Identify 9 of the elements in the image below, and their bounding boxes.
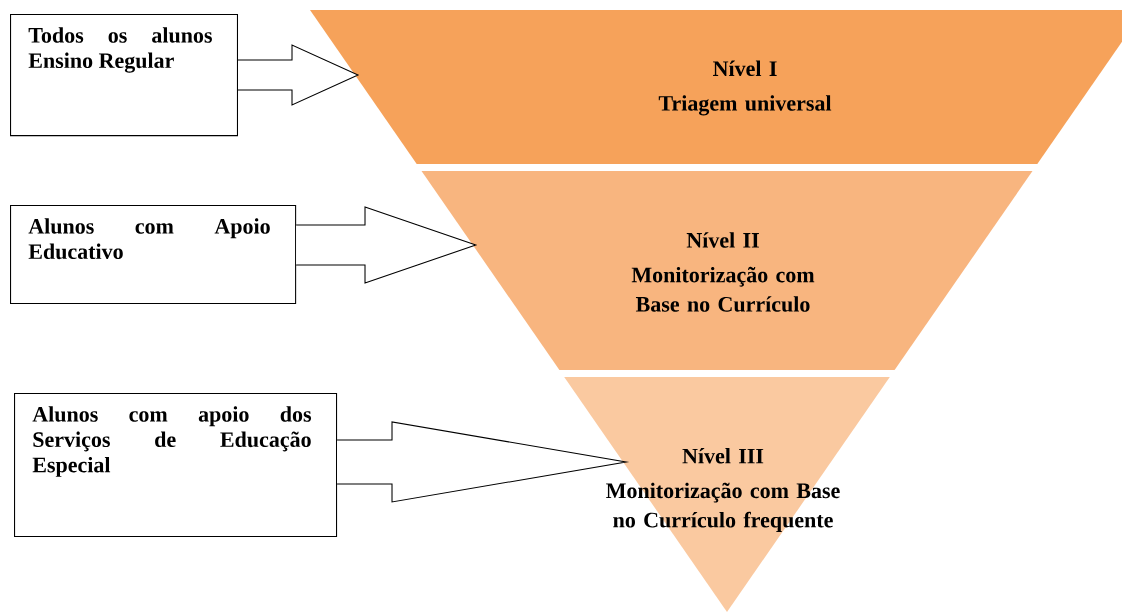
callout-box: Alunos com Apoio Educativo [10,205,297,305]
pyramid-level: Nível II Monitorização com Base no Currículo [421,171,1033,370]
block-arrow [237,44,360,106]
callout-box: Todos os alunos Ensino Regular [10,14,238,137]
pyramid-level: Nível III Monitorização com Base no Currículo frequente [564,377,890,612]
block-arrow [295,206,478,284]
block-arrow [336,421,630,503]
callout-box: Alunos com apoio dos Serviços de Educação Especial [14,393,338,537]
pyramid-level: Nível I Triagem universal [310,10,1122,164]
